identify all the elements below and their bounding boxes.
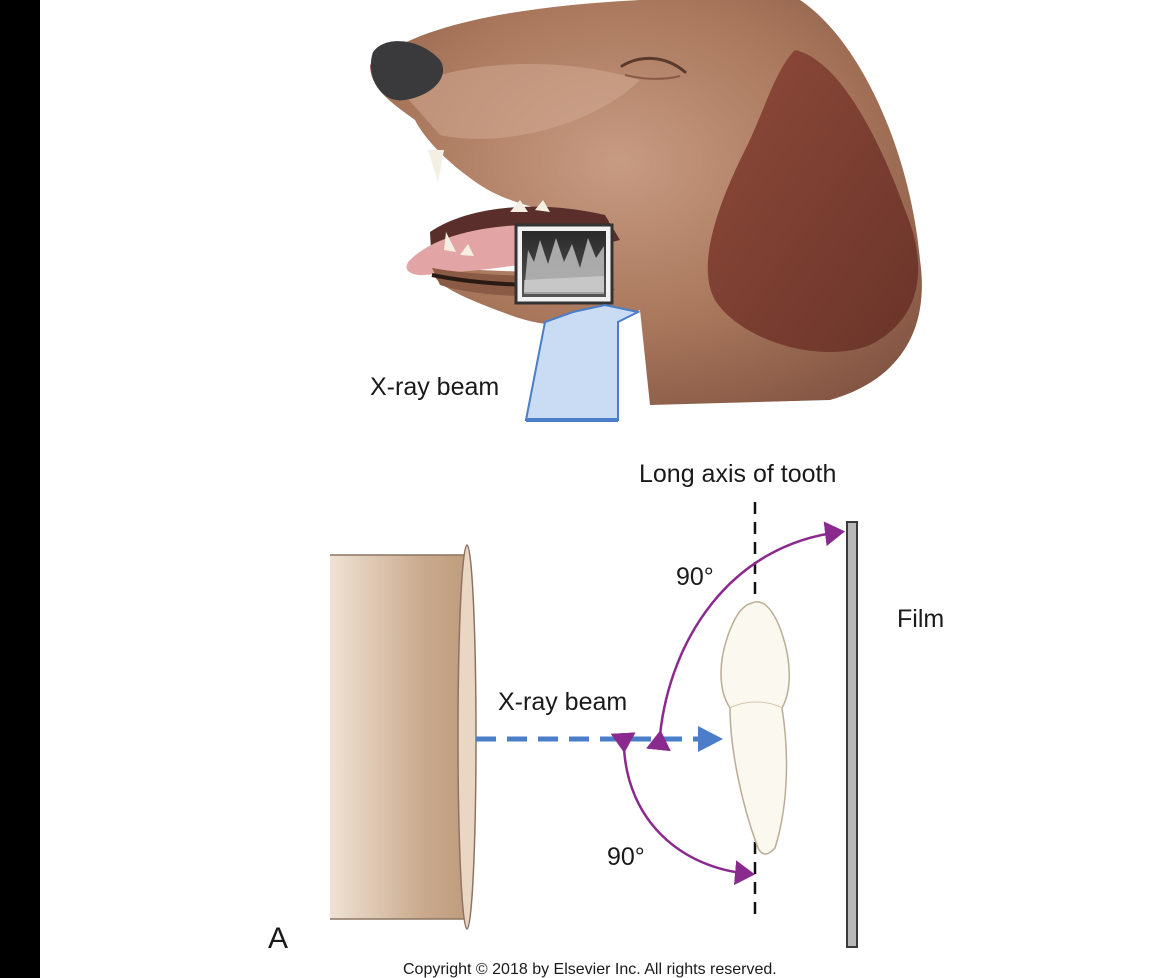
angle-label-bottom: 90°	[607, 843, 645, 871]
angle-label-top: 90°	[676, 563, 714, 591]
diagram-svg	[330, 0, 922, 948]
xray-beam-label-top: X-ray beam	[370, 373, 500, 401]
xray-beam-arrowhead	[698, 726, 723, 752]
film-label: Film	[897, 605, 945, 633]
xray-beam-arrow-top	[524, 303, 642, 421]
xray-tube	[330, 544, 477, 930]
dog-ear	[707, 50, 919, 353]
film-plate	[846, 521, 858, 948]
xray-tube-aperture	[457, 544, 477, 930]
copyright-text: Copyright © 2018 by Elsevier Inc. All ri…	[403, 961, 777, 978]
dental-radiograph	[514, 223, 614, 305]
tooth-outline	[720, 601, 790, 855]
angle-arc-top	[645, 521, 845, 752]
angle-arc-bottom	[610, 732, 755, 886]
dog-illustration	[370, 0, 922, 422]
diagram-canvas: X-ray beam Long axis of tooth Film X-ray…	[40, 0, 1170, 978]
upper-canine-tooth	[428, 150, 444, 182]
dog-nose	[370, 41, 444, 101]
panel-label: A	[268, 922, 289, 955]
xray-beam-label-bottom: X-ray beam	[498, 688, 628, 716]
lower-canine-tooth	[444, 232, 456, 252]
dog-eye	[620, 56, 687, 74]
long-axis-label: Long axis of tooth	[639, 460, 837, 488]
